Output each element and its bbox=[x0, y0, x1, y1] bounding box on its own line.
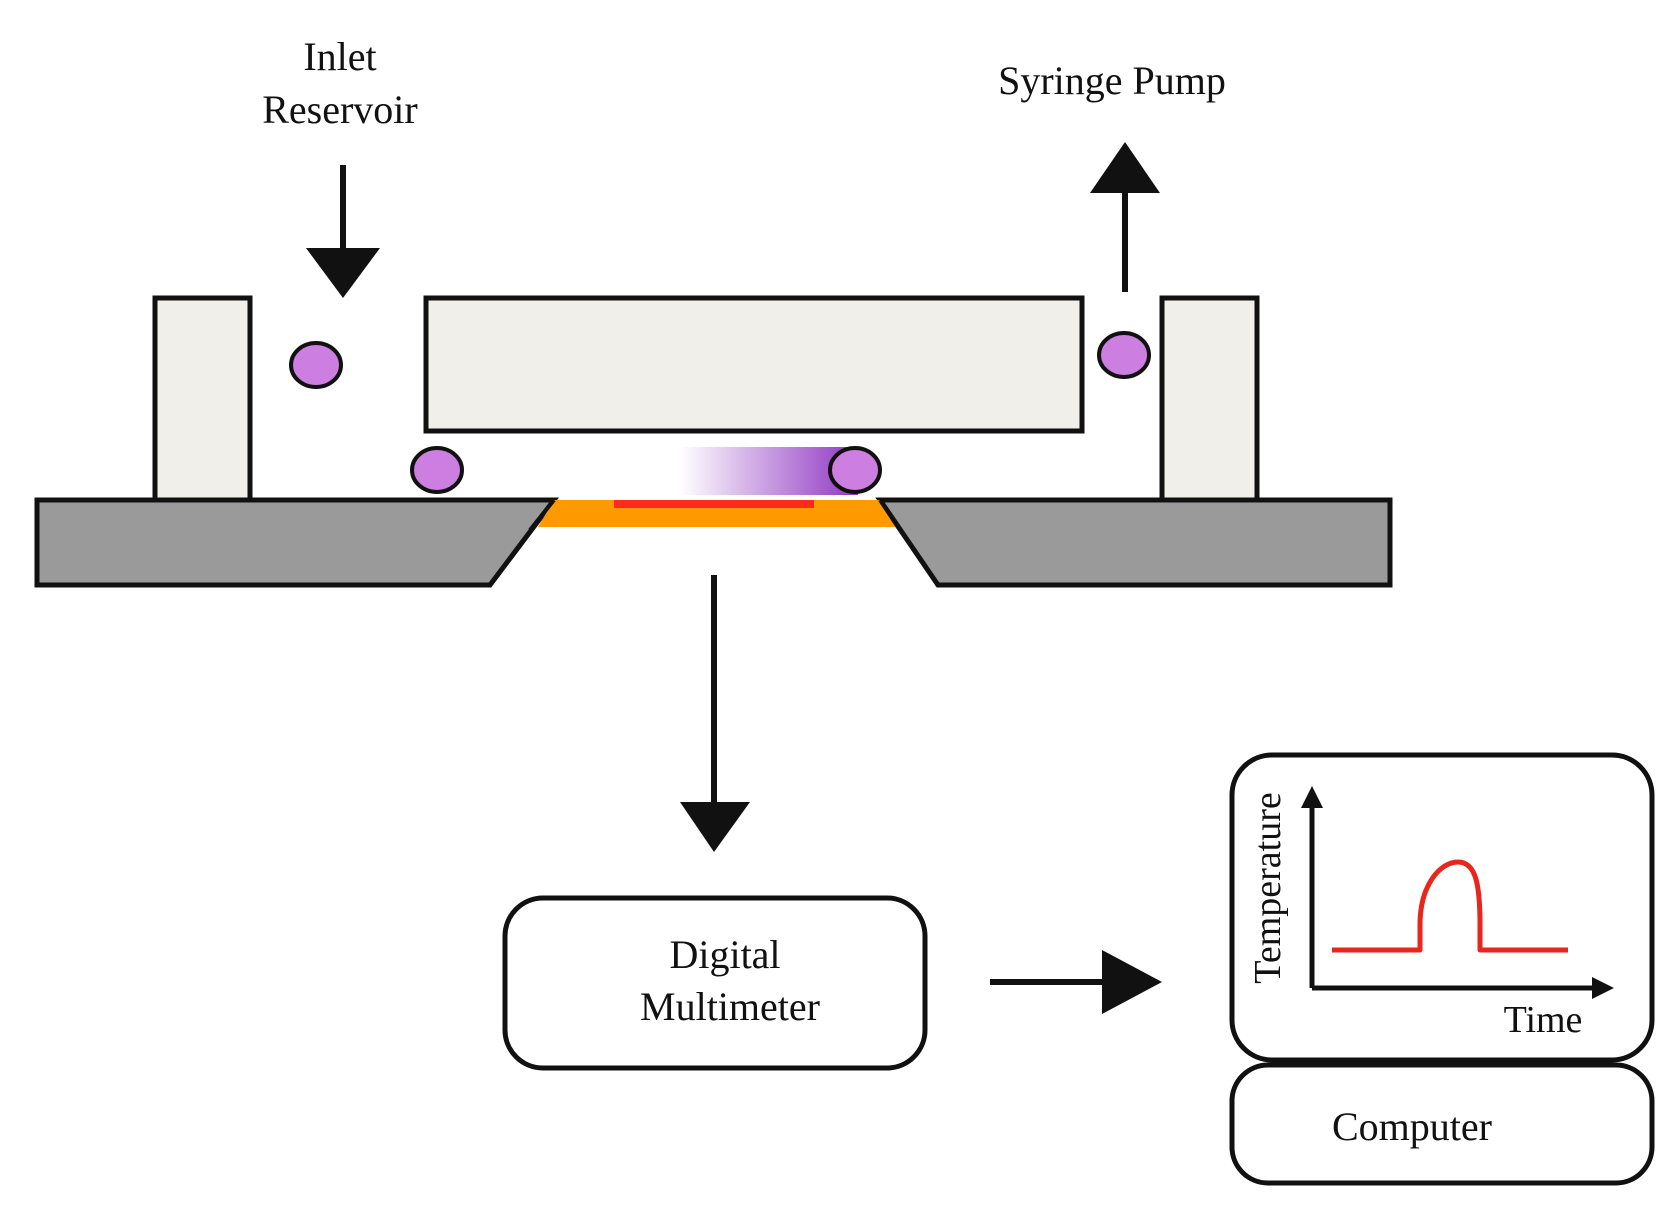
channel-cover bbox=[423, 295, 1085, 434]
inlet-label-line2: Reservoir bbox=[262, 87, 418, 132]
left-post bbox=[152, 295, 253, 503]
temperature-pulse-curve bbox=[1332, 859, 1568, 953]
substrate-left bbox=[34, 497, 560, 588]
droplet-inlet bbox=[289, 341, 343, 389]
plot-y-axis-label: Temperature bbox=[1247, 792, 1289, 983]
signal-arrow-right-icon bbox=[990, 950, 1162, 1014]
inlet-arrow-icon bbox=[306, 165, 380, 298]
sensor-edge-right bbox=[878, 498, 902, 532]
plot-axes bbox=[1301, 786, 1614, 999]
computer-monitor bbox=[1229, 752, 1655, 1063]
droplet-sensor bbox=[828, 446, 882, 494]
computer-label: Computer bbox=[1332, 1104, 1492, 1149]
droplet-outlet bbox=[1097, 331, 1151, 379]
inlet-label-line1: Inlet bbox=[303, 34, 376, 79]
multimeter-label-line1: Digital bbox=[669, 932, 780, 977]
sensor-heater-element bbox=[614, 500, 814, 508]
digital-multimeter-box bbox=[502, 895, 928, 1071]
sensor-edge-left bbox=[528, 498, 556, 532]
computer-base bbox=[1229, 1062, 1655, 1186]
multimeter-label-line2: Multimeter bbox=[640, 984, 820, 1029]
signal-arrow-down-icon bbox=[680, 575, 750, 852]
syringe-arrow-icon bbox=[1090, 142, 1160, 292]
plot-x-axis-label: Time bbox=[1504, 999, 1583, 1041]
syringe-pump-label: Syringe Pump bbox=[998, 58, 1226, 103]
substrate-right bbox=[875, 497, 1393, 588]
droplet-entry bbox=[410, 446, 464, 494]
right-post bbox=[1159, 295, 1260, 503]
